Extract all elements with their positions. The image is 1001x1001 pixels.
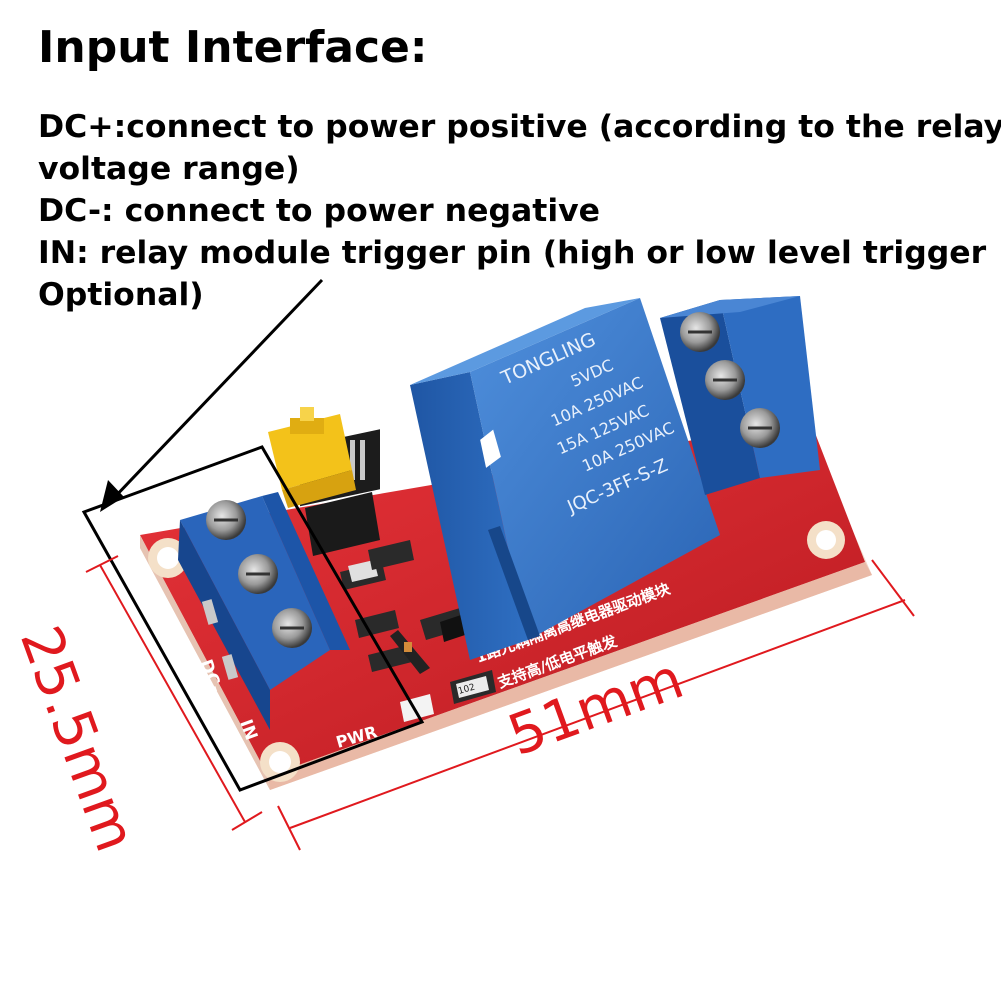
relay: TONGLING 5VDC 10A 250VAC 15A 125VAC 10A … bbox=[410, 298, 720, 660]
optocoupler-chip bbox=[305, 492, 380, 556]
desc-line-in-cont: Optional) bbox=[38, 277, 204, 313]
resistor-label: 102 bbox=[457, 683, 476, 697]
output-terminal-block bbox=[660, 296, 820, 495]
heading: Input Interface: bbox=[38, 22, 428, 73]
callout-arrow-line bbox=[108, 278, 324, 504]
callout-highlight bbox=[81, 278, 425, 792]
desc-line-dcplus-cont: voltage range) bbox=[38, 151, 300, 187]
tongling-logo-icon bbox=[480, 429, 501, 468]
desc-line-in: IN: relay module trigger pin (high or lo… bbox=[38, 235, 987, 271]
jumper-cap bbox=[268, 407, 356, 508]
callout-arrowhead-icon bbox=[100, 480, 124, 512]
desc-line-dcplus: DC+:connect to power positive (according… bbox=[38, 109, 1001, 145]
input-terminal-block bbox=[178, 492, 350, 730]
desc-line-dcminus: DC-: connect to power negative bbox=[38, 193, 601, 229]
dimension-lines bbox=[85, 555, 915, 851]
